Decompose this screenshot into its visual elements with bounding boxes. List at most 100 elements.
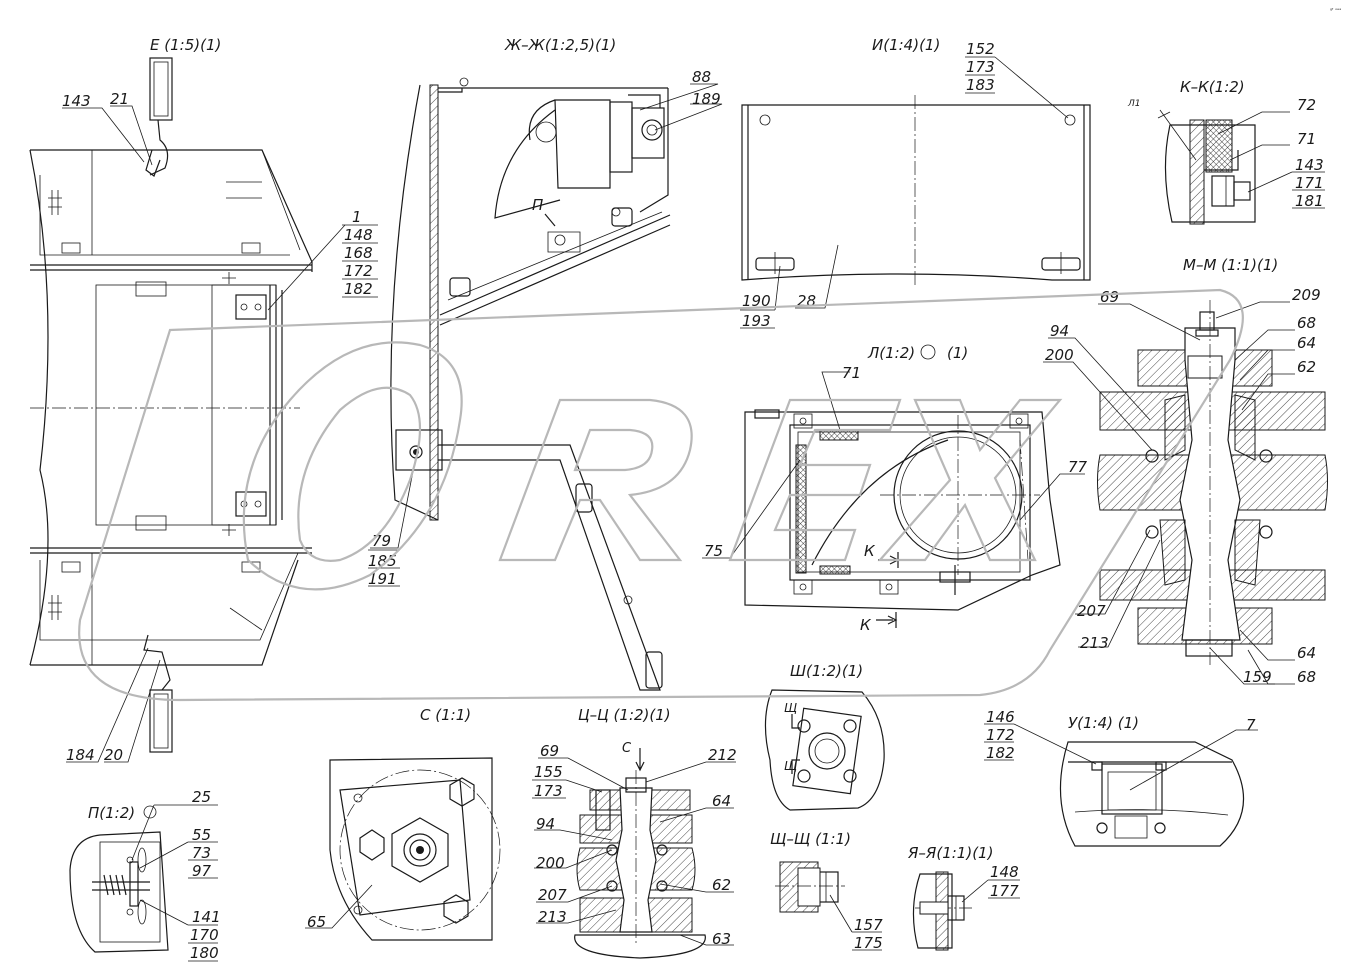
view-l-suffix: (1)	[947, 344, 968, 362]
label-zh-79: 79	[372, 532, 391, 550]
view-sh-title: Ш(1:2)(1)	[790, 662, 863, 680]
view-m: М–М (1:1)(1) 69 209 94 68 200 64 62	[1043, 256, 1328, 686]
view-shch-title: Щ–Щ (1:1)	[770, 830, 851, 848]
label-e-182: 182	[344, 280, 373, 298]
label-m-207: 207	[1077, 602, 1106, 620]
label-ts-155: 155	[534, 763, 563, 781]
label-e-168: 168	[344, 244, 373, 262]
cover-plate	[741, 104, 1091, 281]
label-ts-62: 62	[712, 876, 731, 894]
corner-mark: ᵍᶠ ᵒᵉᵃ	[1330, 8, 1341, 14]
label-zh-185: 185	[368, 552, 397, 570]
label-ts-213: 213	[538, 908, 567, 926]
bolt-circle	[339, 769, 501, 931]
box-outline	[744, 411, 1061, 611]
label-ts-207: 207	[538, 886, 567, 904]
label-ts-63: 63	[712, 930, 731, 948]
label-ts-173: 173	[534, 782, 563, 800]
label-l-77: 77	[1068, 458, 1088, 476]
label-shch-175: 175	[854, 934, 883, 952]
label-m-68-bottom: 68	[1297, 668, 1316, 686]
label-ts-200: 200	[536, 854, 565, 872]
label-zh-191: 191	[368, 570, 397, 588]
label-shch-157: 157	[854, 916, 883, 934]
label-i-183: 183	[966, 76, 995, 94]
label-m-64-bottom: 64	[1297, 644, 1316, 662]
label-e-143: 143	[62, 92, 91, 110]
label-zh-p: П	[532, 196, 543, 214]
label-k-72: 72	[1297, 96, 1316, 114]
view-shch: Щ–Щ (1:1) 157 175	[770, 830, 883, 952]
view-u: У(1:4) (1) 146 172 182 7	[984, 708, 1258, 847]
label-e-148: 148	[344, 226, 373, 244]
view-ts-title: Ц–Ц (1:2)(1)	[578, 706, 671, 724]
label-m-62: 62	[1297, 358, 1316, 376]
view-ya-title: Я–Я(1:1)(1)	[907, 844, 993, 862]
view-ya: Я–Я(1:1)(1) 148 177	[907, 844, 1020, 951]
label-l-75: 75	[704, 542, 723, 560]
label-m-94: 94	[1050, 322, 1069, 340]
label-p-55: 55	[192, 826, 211, 844]
label-e-184: 184	[66, 746, 95, 764]
label-ts-64: 64	[712, 792, 731, 810]
label-i-173: 173	[966, 58, 995, 76]
label-ts-212: 212	[708, 746, 737, 764]
label-ya-148: 148	[990, 863, 1019, 881]
label-i-190: 190	[742, 292, 771, 310]
view-s-title: С (1:1)	[420, 706, 471, 724]
label-e-21: 21	[110, 90, 129, 108]
label-m-68-top: 68	[1297, 314, 1316, 332]
view-i: И(1:4)(1) 152 173 183 190 193 28	[740, 36, 1091, 330]
view-l-title: Л(1:2)	[867, 344, 915, 362]
view-i-title: И(1:4)(1)	[872, 36, 940, 54]
label-m-200: 200	[1045, 346, 1074, 364]
label-sh-shch-bottom: Щ	[784, 759, 797, 773]
label-l-k-top: К	[864, 542, 876, 560]
body-left-curve	[29, 149, 49, 666]
label-k-181: 181	[1295, 192, 1324, 210]
panel-curve	[390, 84, 439, 521]
label-k-171: 171	[1295, 174, 1324, 192]
view-k-title: К–К(1:2)	[1180, 78, 1245, 96]
view-l: Л(1:2) (1) 71 77 75 К К	[702, 344, 1088, 634]
label-m-159: 159	[1243, 668, 1272, 686]
label-p-97: 97	[192, 862, 212, 880]
label-i-152: 152	[966, 40, 995, 58]
lamp-body	[554, 99, 611, 189]
label-l-71: 71	[842, 364, 861, 382]
label-k-71: 71	[1297, 130, 1316, 148]
view-zh-title: Ж–Ж(1:2,5)(1)	[504, 36, 616, 54]
label-e-172: 172	[344, 262, 373, 280]
label-l-k-bottom: К	[860, 616, 872, 634]
view-s: С (1:1) 65	[305, 706, 501, 941]
label-p-73: 73	[192, 844, 211, 862]
label-p-180: 180	[190, 944, 219, 962]
label-ya-177: 177	[990, 882, 1019, 900]
label-k-143: 143	[1295, 156, 1324, 174]
label-k-l1: Л1	[1127, 99, 1141, 109]
view-p: П(1:2) 25 55 73 97 141 170 180	[69, 788, 221, 962]
lamp-top	[149, 57, 173, 121]
label-p-141: 141	[192, 908, 221, 926]
view-p-title: П(1:2)	[88, 804, 135, 822]
circle-symbol	[920, 344, 936, 360]
view-sh: Ш(1:2)(1) Щ Щ	[764, 662, 885, 811]
label-zh-189: 189	[692, 90, 721, 108]
label-ts-94: 94	[536, 815, 555, 833]
lamp-bottom	[149, 689, 173, 753]
label-m-209: 209	[1292, 286, 1321, 304]
label-m-213: 213	[1080, 634, 1109, 652]
view-k: К–К(1:2) Л1 72 71 143 171 181	[1127, 78, 1325, 225]
label-i-28: 28	[797, 292, 816, 310]
view-u-title: У(1:4) (1)	[1068, 714, 1139, 732]
label-m-64-top: 64	[1297, 334, 1316, 352]
label-p-25: 25	[192, 788, 211, 806]
label-e-20: 20	[104, 746, 123, 764]
view-e: Е (1:5)(1)	[29, 36, 378, 764]
bracket	[1101, 763, 1163, 815]
label-u-146: 146	[986, 708, 1015, 726]
view-zh: Ж–Ж(1:2,5)(1) 88 189 П	[368, 36, 723, 691]
label-i-193: 193	[742, 312, 771, 330]
